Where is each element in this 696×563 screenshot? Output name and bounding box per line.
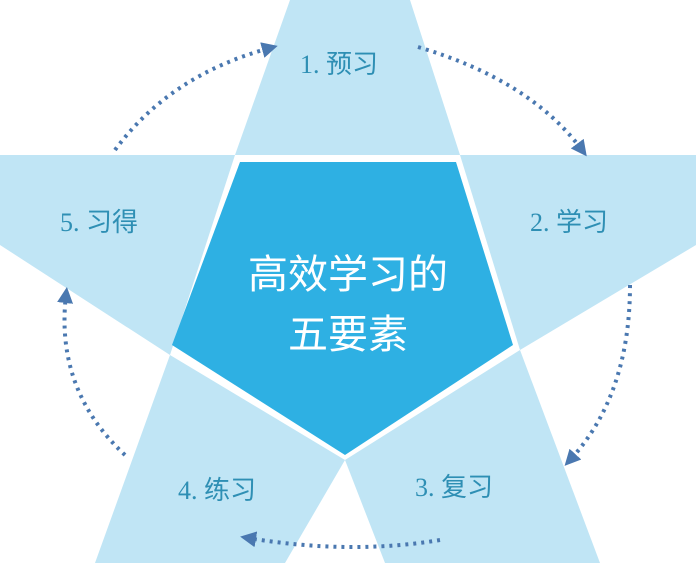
center-title-line1: 高效学习的	[248, 252, 448, 298]
label-practice: 4. 练习	[178, 476, 257, 505]
point-left	[0, 155, 235, 355]
point-top	[235, 0, 460, 155]
arrow-1-to-2	[417, 45, 587, 157]
arrow-3-to-4	[240, 531, 441, 549]
label-study: 2. 学习	[530, 208, 609, 237]
arrow-4-to-5	[57, 287, 127, 457]
point-bottom-left	[95, 355, 345, 563]
label-preview: 1. 预习	[300, 50, 379, 79]
center-pentagon	[172, 162, 513, 455]
point-right	[460, 155, 696, 350]
point-bottom-right	[345, 350, 600, 563]
center-title-line2: 五要素	[288, 312, 408, 358]
label-mastery: 5. 习得	[60, 208, 139, 237]
arrow-2-to-3	[564, 284, 632, 466]
label-review: 3. 复习	[415, 473, 494, 502]
